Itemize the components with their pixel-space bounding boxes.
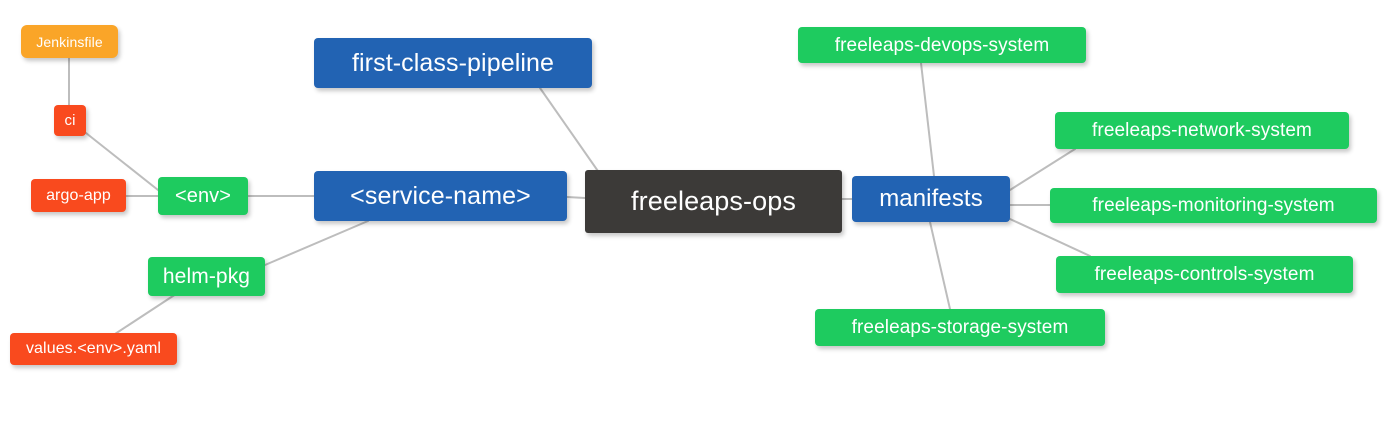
edge-freeleaps-ops-to-service-name	[566, 196, 586, 199]
node-service-name[interactable]: <service-name>	[314, 171, 567, 221]
node-label: freeleaps-controls-system	[1094, 264, 1315, 285]
node-label: Jenkinsfile	[36, 33, 103, 50]
node-label: <service-name>	[350, 181, 531, 210]
node-argo-app[interactable]: argo-app	[31, 179, 126, 212]
node-freeleaps-devops-system[interactable]: freeleaps-devops-system	[798, 27, 1086, 63]
edge-helm-pkg-to-values-env-yaml	[114, 293, 177, 335]
node-label: manifests	[879, 185, 983, 212]
node-manifests[interactable]: manifests	[852, 176, 1010, 222]
edge-manifests-to-freeleaps-storage-system	[929, 221, 951, 310]
node-freeleaps-ops[interactable]: freeleaps-ops	[585, 170, 842, 233]
node-label: freeleaps-storage-system	[851, 317, 1069, 338]
edge-freeleaps-ops-to-first-class-pipeline	[539, 87, 601, 175]
edge-service-name-to-helm-pkg	[264, 220, 369, 266]
node-label: freeleaps-network-system	[1092, 120, 1312, 141]
node-freeleaps-storage-system[interactable]: freeleaps-storage-system	[815, 309, 1105, 346]
node-label: helm-pkg	[162, 265, 251, 288]
node-label: values.<env>.yaml	[25, 340, 162, 357]
node-freeleaps-monitoring-system[interactable]: freeleaps-monitoring-system	[1050, 188, 1377, 223]
node-label: freeleaps-devops-system	[834, 34, 1050, 56]
node-label: freeleaps-monitoring-system	[1092, 195, 1335, 216]
node-freeleaps-controls-system[interactable]: freeleaps-controls-system	[1056, 256, 1353, 293]
edge-manifests-to-freeleaps-devops-system	[920, 62, 935, 177]
node-label: <env>	[174, 185, 232, 207]
node-label: argo-app	[46, 186, 111, 204]
node-label: first-class-pipeline	[351, 48, 555, 77]
node-freeleaps-network-system[interactable]: freeleaps-network-system	[1055, 112, 1349, 149]
node-label: ci	[64, 112, 76, 129]
node-label: freeleaps-ops	[631, 186, 796, 216]
node-jenkinsfile[interactable]: Jenkinsfile	[21, 25, 118, 58]
node-helm-pkg[interactable]: helm-pkg	[148, 257, 265, 296]
node-first-class-pipeline[interactable]: first-class-pipeline	[314, 38, 592, 88]
edge-manifests-to-freeleaps-controls-system	[1009, 218, 1091, 257]
edge-manifests-to-freeleaps-network-system	[1009, 148, 1076, 191]
node-env[interactable]: <env>	[158, 177, 248, 215]
edge-env-to-ci	[85, 132, 159, 191]
node-ci[interactable]: ci	[54, 105, 86, 136]
node-values-env-yaml[interactable]: values.<env>.yaml	[10, 333, 177, 365]
